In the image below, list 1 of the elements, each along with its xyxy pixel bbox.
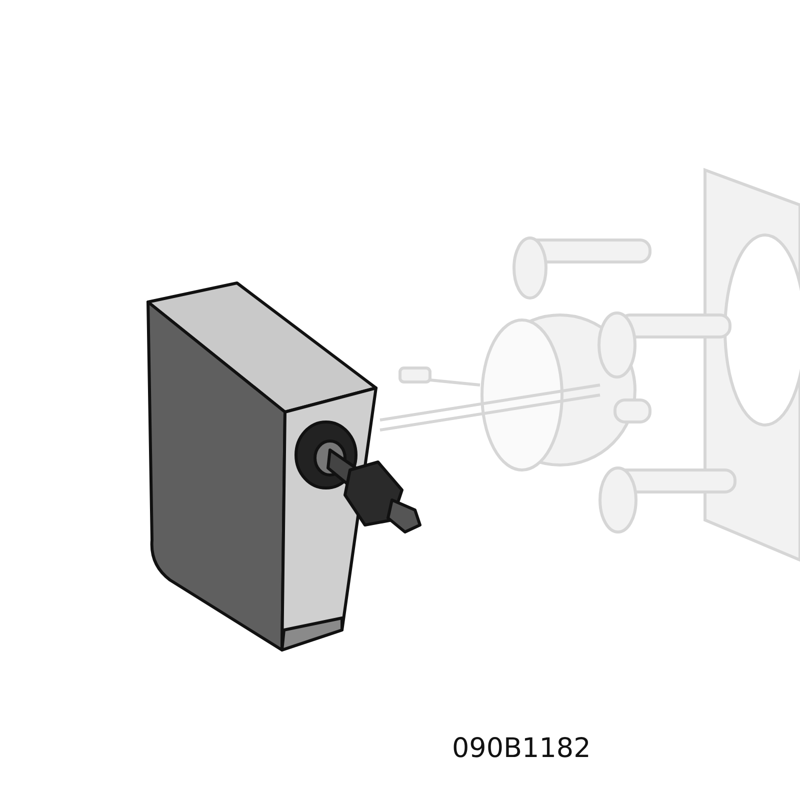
part-number: 090B1182 (452, 733, 591, 764)
